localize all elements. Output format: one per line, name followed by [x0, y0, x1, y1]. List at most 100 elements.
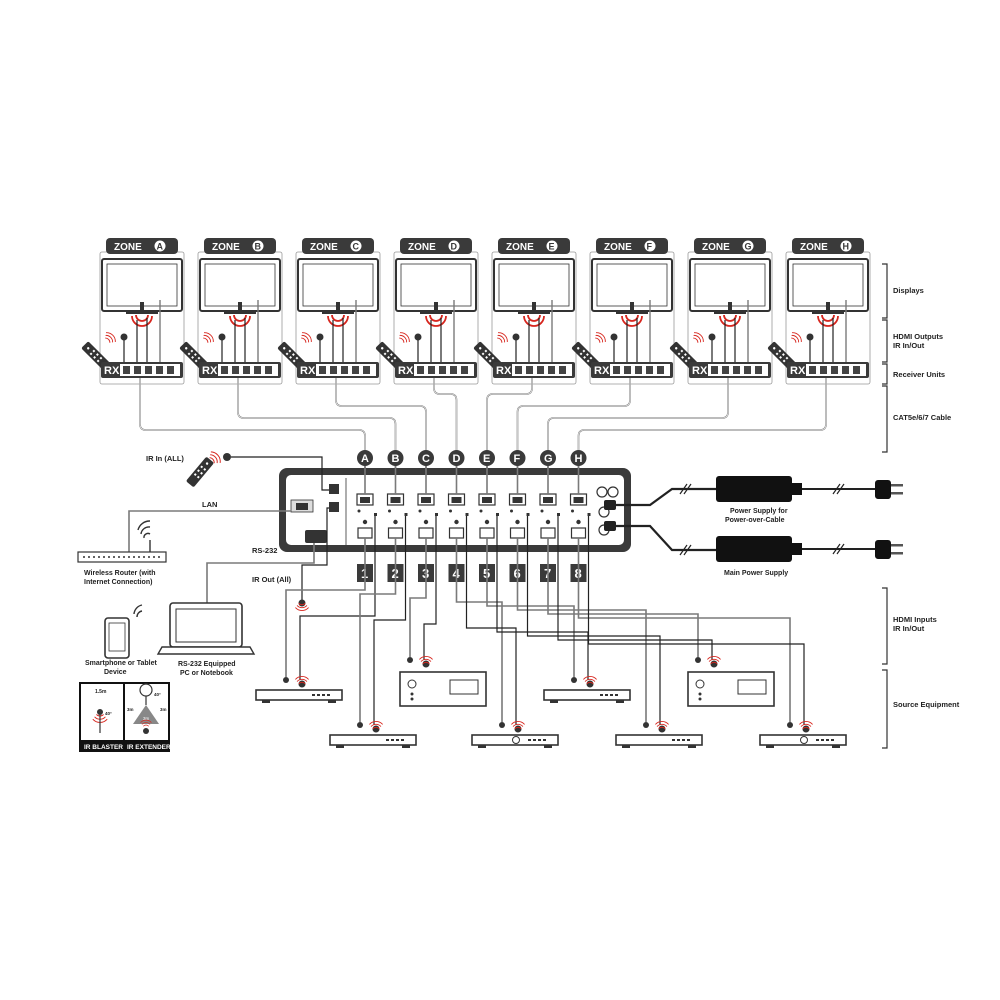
zone-prefix: ZONE [800, 242, 828, 253]
zone-prefix: ZONE [506, 242, 534, 253]
zone-letter: B [255, 242, 262, 252]
blaster-angle-label: 40° [105, 711, 112, 716]
ir-receiver-icon [120, 333, 128, 341]
ir-extender-label: IR EXTENDER [127, 744, 171, 751]
extender-center-label: 3m [143, 716, 150, 721]
receiver-label: RX [104, 365, 120, 377]
zone-letter: D [451, 242, 458, 252]
plug-icon [875, 480, 903, 559]
source-device-8 [759, 720, 847, 748]
smartphone-icon [104, 604, 143, 659]
ir-out-blaster-icon [294, 599, 310, 612]
power-supplies [604, 476, 903, 562]
ir-emitter-icon [372, 725, 380, 733]
ir-signal-icon [654, 720, 670, 730]
hdmi-input-port [509, 527, 526, 539]
ir-emitter-icon [586, 680, 594, 688]
ir-out-all-label: IR Out (All) [252, 575, 292, 584]
lan-label: LAN [202, 500, 217, 509]
hdmi-input-port [448, 527, 465, 539]
output-port-letter: C [422, 453, 430, 465]
bracket-hdmi-outputs-ir-label: IR In/Out [893, 341, 925, 350]
extender-left-label: 3m [127, 707, 134, 712]
ir-emitter-icon [298, 680, 306, 688]
bracket-hdmi-inputs-label: HDMI Inputs [893, 615, 937, 624]
extender-right-label: 3m [160, 707, 167, 712]
psu-cable-label-line2: Power-over-Cable [725, 517, 785, 524]
remote-control-icon [185, 456, 215, 488]
receiver-label: RX [692, 365, 708, 377]
output-port-letter: F [514, 453, 521, 465]
source-device-5 [543, 675, 631, 703]
ir-receiver-icon [610, 333, 618, 341]
psu-cable-label-line1: Power Supply for [730, 508, 788, 515]
zone-letter: E [549, 242, 555, 252]
zone-prefix: ZONE [408, 242, 436, 253]
matrix-switch [279, 468, 631, 552]
source-device-7 [687, 655, 775, 707]
ir-receiver-icon [708, 333, 716, 341]
ir-signal-icon [592, 330, 608, 346]
ir-receiver-icon [512, 333, 520, 341]
ir-emitter-icon [802, 725, 810, 733]
zone-prefix: ZONE [114, 242, 142, 253]
ir-signal-icon [798, 720, 814, 730]
ir-blaster-label: IR BLASTER [84, 744, 123, 751]
source-device-1 [255, 675, 343, 703]
output-port-letter: G [544, 453, 553, 465]
ir-emitter-icon [514, 725, 522, 733]
zone-prefix: ZONE [604, 242, 632, 253]
psu-main-icon [716, 536, 792, 562]
ir-out-jack [329, 502, 339, 512]
output-port-badge: C [418, 450, 434, 466]
hdmi-input-port [418, 527, 434, 539]
rs232-label: RS-232 [252, 546, 277, 555]
psu-cable-icon [716, 476, 792, 502]
router-label-line1: Wireless Router (with [84, 570, 156, 577]
phone-label-line1: Smartphone or Tablet [85, 660, 157, 667]
laptop-label-line2: PC or Notebook [180, 670, 233, 677]
ir-signal-icon [582, 675, 598, 685]
ir-signal-icon [200, 330, 216, 346]
ir-signal-icon [102, 330, 118, 346]
source-device-4 [471, 720, 559, 748]
bracket-source-equipment-label: Source Equipment [893, 700, 960, 709]
ir-signal-icon [294, 675, 310, 685]
receiver-label: RX [202, 365, 218, 377]
receiver-label: RX [300, 365, 316, 377]
ir-receiver-icon [414, 333, 422, 341]
ir-signal-icon [690, 330, 706, 346]
bracket-cable-label: CAT5e/6/7 Cable [893, 413, 951, 422]
output-port-badge: G [540, 450, 556, 466]
zone-letter: G [745, 242, 752, 252]
bracket-receiver-units-label: Receiver Units [893, 370, 945, 379]
output-port-badge: E [479, 450, 495, 466]
ir-signal-icon [418, 655, 434, 665]
ir-signal-icon [706, 655, 722, 665]
ir-in-all-group: IR In (ALL) [146, 449, 329, 491]
receiver-label: RX [594, 365, 610, 377]
wireless-router-icon [77, 520, 167, 563]
ir-signal-icon [368, 720, 384, 730]
zone-prefix: ZONE [702, 242, 730, 253]
receiver-label: RX [496, 365, 512, 377]
ir-signal-icon [510, 720, 526, 730]
zone-letter: C [353, 242, 360, 252]
psu-main-label: Main Power Supply [724, 570, 788, 577]
output-port-badge: B [387, 450, 404, 466]
bracket-displays-label: Displays [893, 286, 924, 295]
ir-emitter-icon [710, 660, 718, 668]
rs232-port [305, 530, 327, 543]
hdmi-input-port [540, 527, 556, 539]
output-port-letter: B [392, 453, 400, 465]
ir-signal-icon [298, 330, 314, 346]
blaster-distance-label: 1.5m [95, 689, 107, 695]
receiver-label: RX [790, 365, 806, 377]
ir-emitter-icon [422, 660, 430, 668]
